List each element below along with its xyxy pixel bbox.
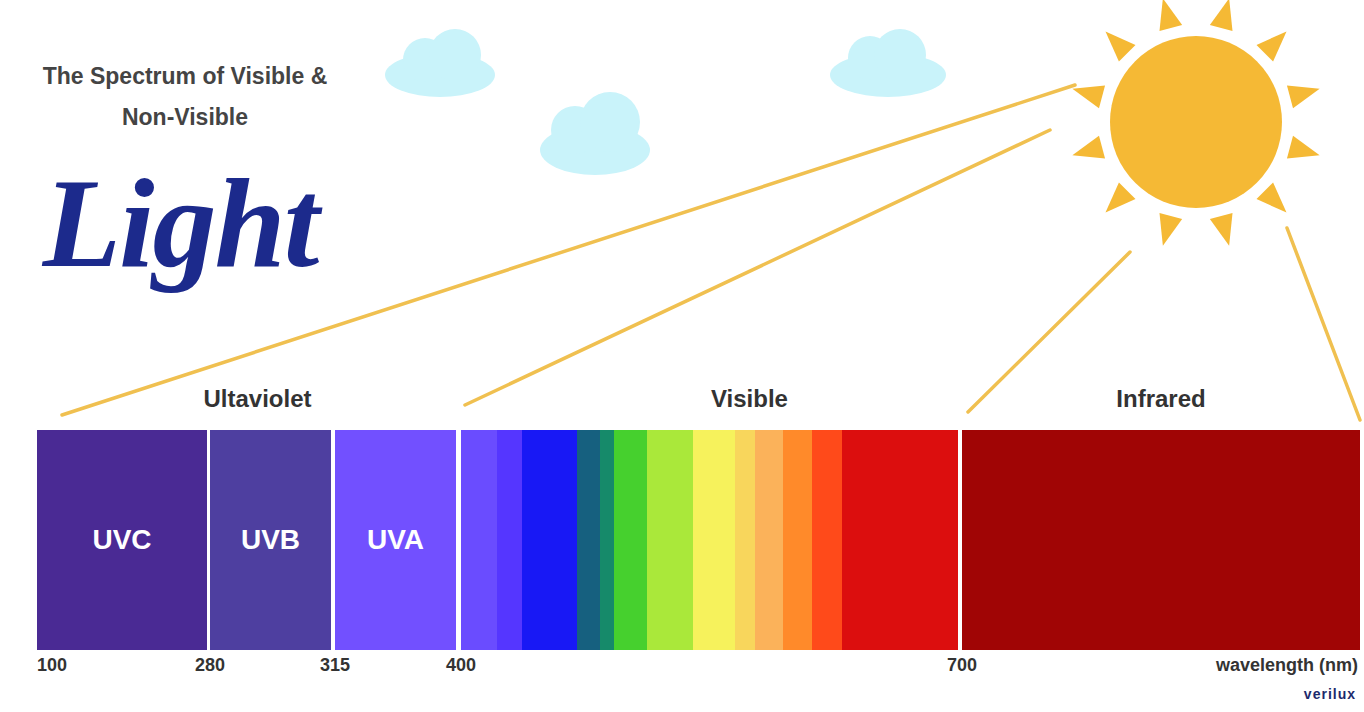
wavelength-tick: 280 [195, 655, 225, 676]
sun-ray [1105, 31, 1135, 61]
sun-ray [1210, 213, 1233, 246]
sun-ray [1159, 0, 1182, 31]
spectrum-fill [461, 430, 958, 650]
title: The Spectrum of Visible & Non-Visible [20, 56, 350, 138]
infrared-band: Infrared [962, 385, 1360, 650]
visible-band: Visible [461, 385, 958, 650]
wavelength-tick: 100 [37, 655, 67, 676]
sun-ray [1072, 85, 1105, 108]
wavelength-tick: 315 [320, 655, 350, 676]
sun-ray [1287, 136, 1320, 159]
uvc-band: UVC [37, 430, 207, 650]
sun-ray [1105, 183, 1135, 213]
band-label: UVA [335, 524, 456, 556]
spectrum-fill [962, 430, 1360, 650]
band-label: UVB [210, 524, 331, 556]
uva-band: UVA [335, 430, 456, 650]
sun-ray [1159, 213, 1182, 246]
sun-ray [1210, 0, 1233, 31]
sun-ray [1257, 183, 1287, 213]
sun [1072, 0, 1319, 246]
sun-ray [1072, 136, 1105, 159]
region-label: Infrared [962, 385, 1360, 413]
sun-ray [1287, 85, 1320, 108]
script-title: Light [43, 150, 318, 297]
axis-label: wavelength (nm) [1216, 655, 1358, 676]
wavelength-tick: 700 [947, 655, 977, 676]
uvb-band: UVB [210, 430, 331, 650]
ultraviolet-region: UltavioletUVCUVBUVA [37, 385, 456, 650]
region-label: Visible [541, 385, 958, 413]
region-label: Ultaviolet [59, 385, 456, 413]
watermark: verilux [1304, 686, 1356, 702]
wavelength-tick: 400 [446, 655, 476, 676]
band-label: UVC [37, 524, 207, 556]
sun-ray [1257, 31, 1287, 61]
